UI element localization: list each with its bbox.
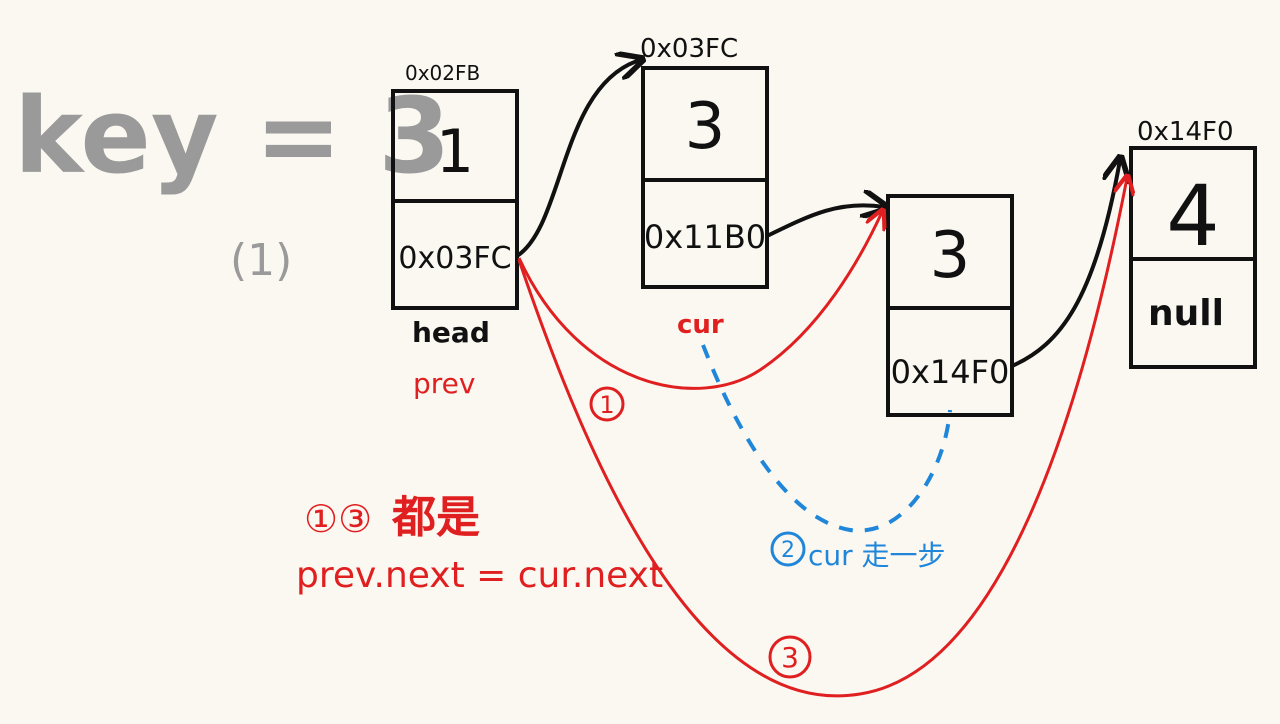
node-1-address: 0x02FB	[405, 61, 480, 85]
arrow-node1-to-node2	[515, 60, 640, 258]
key-heading: key = 3	[14, 75, 451, 197]
node-1-next: 0x03FC	[398, 241, 511, 276]
red-arrow-step1	[517, 212, 882, 390]
step2-marker: 2	[770, 531, 806, 567]
node-2-address: 0x03FC	[640, 34, 738, 64]
note-markers: ①③	[304, 497, 372, 541]
blue-dashed-cur-step	[701, 344, 952, 533]
step3-marker: 3	[768, 635, 812, 679]
arrow-node3-to-node4	[1011, 160, 1120, 368]
step2-caption: cur 走一步	[808, 539, 946, 572]
red-arrow-step3	[517, 178, 1127, 698]
node-3-next: 0x14F0	[891, 353, 1010, 391]
node-2-box	[641, 66, 769, 289]
node-3: 3 0x14F0	[886, 194, 1014, 417]
svg-text:3: 3	[781, 641, 799, 674]
prev-label: prev	[413, 367, 475, 400]
note-code: prev.next = cur.next	[296, 555, 663, 596]
node-1-value: 1	[436, 117, 474, 187]
node-1: 0x02FB 1 0x03FC	[391, 61, 519, 310]
node-3-box	[886, 194, 1014, 417]
head-label: head	[412, 316, 490, 349]
cur-label: cur	[677, 310, 724, 340]
step-label: (1)	[230, 235, 292, 286]
node-2-next: 0x11B0	[644, 218, 766, 256]
note-title: 都是	[391, 492, 480, 543]
node-4-address: 0x14F0	[1137, 117, 1234, 147]
node-4-value: 4	[1166, 167, 1219, 265]
node-2-value: 3	[685, 90, 726, 164]
arrow-node2-to-node3	[766, 205, 884, 238]
node-2: 0x03FC 3 0x11B0	[640, 34, 769, 289]
node-4: 0x14F0 4 null	[1129, 117, 1257, 369]
node-3-value: 3	[930, 219, 971, 293]
node-4-next: null	[1148, 293, 1224, 334]
step1-marker: 1	[589, 386, 625, 422]
svg-text:1: 1	[599, 391, 614, 419]
svg-text:2: 2	[781, 538, 795, 563]
